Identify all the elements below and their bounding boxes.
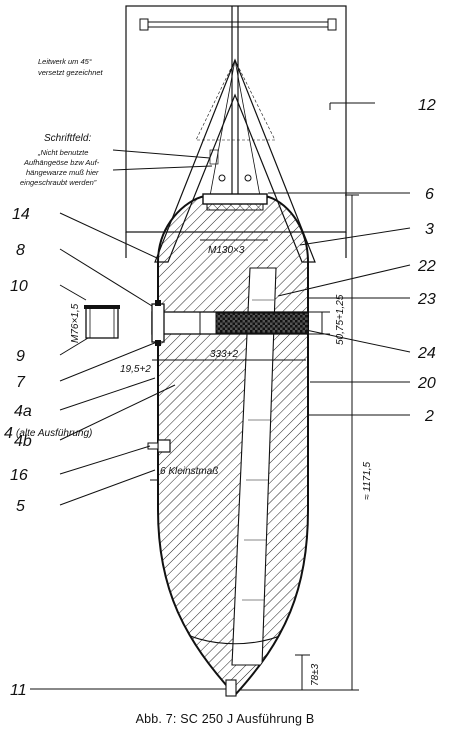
tail-note-line2: versetzt gezeichnet bbox=[38, 68, 104, 77]
callout-22: 22 bbox=[417, 258, 436, 275]
callout-2: 2 bbox=[424, 408, 434, 425]
callout-8: 8 bbox=[16, 242, 25, 259]
callout-9: 9 bbox=[16, 348, 25, 365]
callout-3: 3 bbox=[425, 221, 434, 238]
schriftfeld-line4: eingeschraubt werden” bbox=[20, 178, 97, 187]
callout-5: 5 bbox=[16, 498, 25, 515]
schriftfeld-line2: Aufhängeöse bzw Auf- bbox=[23, 158, 100, 167]
base-plate bbox=[202, 193, 268, 205]
callout-4b: 4b bbox=[14, 433, 32, 450]
callout-6: 6 bbox=[425, 186, 434, 203]
schriftfeld-title: Schriftfeld: bbox=[44, 133, 91, 144]
schriftfeld-line3: hängewarze muß hier bbox=[26, 168, 99, 177]
tail-cone bbox=[154, 58, 316, 263]
dim-thread-m130: M130×3 bbox=[208, 245, 245, 256]
dim-thread-m76: M76×1,5 bbox=[70, 303, 81, 343]
tail-note-line1: Leitwerk um 45° bbox=[38, 57, 92, 66]
dim-length-333: 333+2 bbox=[210, 349, 239, 360]
schriftfeld-line1: „Nicht benutzte bbox=[37, 148, 88, 157]
callout-4-suffix: (alte Ausführung) bbox=[16, 428, 92, 439]
dim-diameter-50: 50,75+1,25 bbox=[335, 294, 346, 345]
bomb-body bbox=[147, 193, 309, 697]
callout-11: 11 bbox=[10, 682, 27, 699]
figure-caption: Abb. 7: SC 250 J Ausführung B bbox=[135, 712, 315, 726]
dim-length-19: 19,5+2 bbox=[120, 364, 151, 375]
fuze-adapter-detail bbox=[84, 305, 120, 339]
dim-overall-length: ≈ 1171,5 bbox=[362, 461, 373, 500]
leader-lines bbox=[30, 102, 411, 691]
callout-10: 10 bbox=[10, 278, 28, 295]
callout-4a: 4a bbox=[14, 403, 32, 420]
callout-24: 24 bbox=[417, 345, 436, 362]
dim-min-wall: 6 Kleinstmaß bbox=[160, 466, 218, 477]
callout-4: 4 bbox=[4, 425, 13, 442]
booster-charge bbox=[215, 312, 309, 334]
dim-nose: 78±3 bbox=[310, 663, 321, 686]
callout-16: 16 bbox=[10, 467, 28, 484]
callout-7: 7 bbox=[16, 374, 26, 391]
callout-23: 23 bbox=[417, 291, 436, 308]
callout-14: 14 bbox=[12, 206, 30, 223]
callout-12: 12 bbox=[418, 97, 436, 114]
callout-20: 20 bbox=[417, 375, 436, 392]
